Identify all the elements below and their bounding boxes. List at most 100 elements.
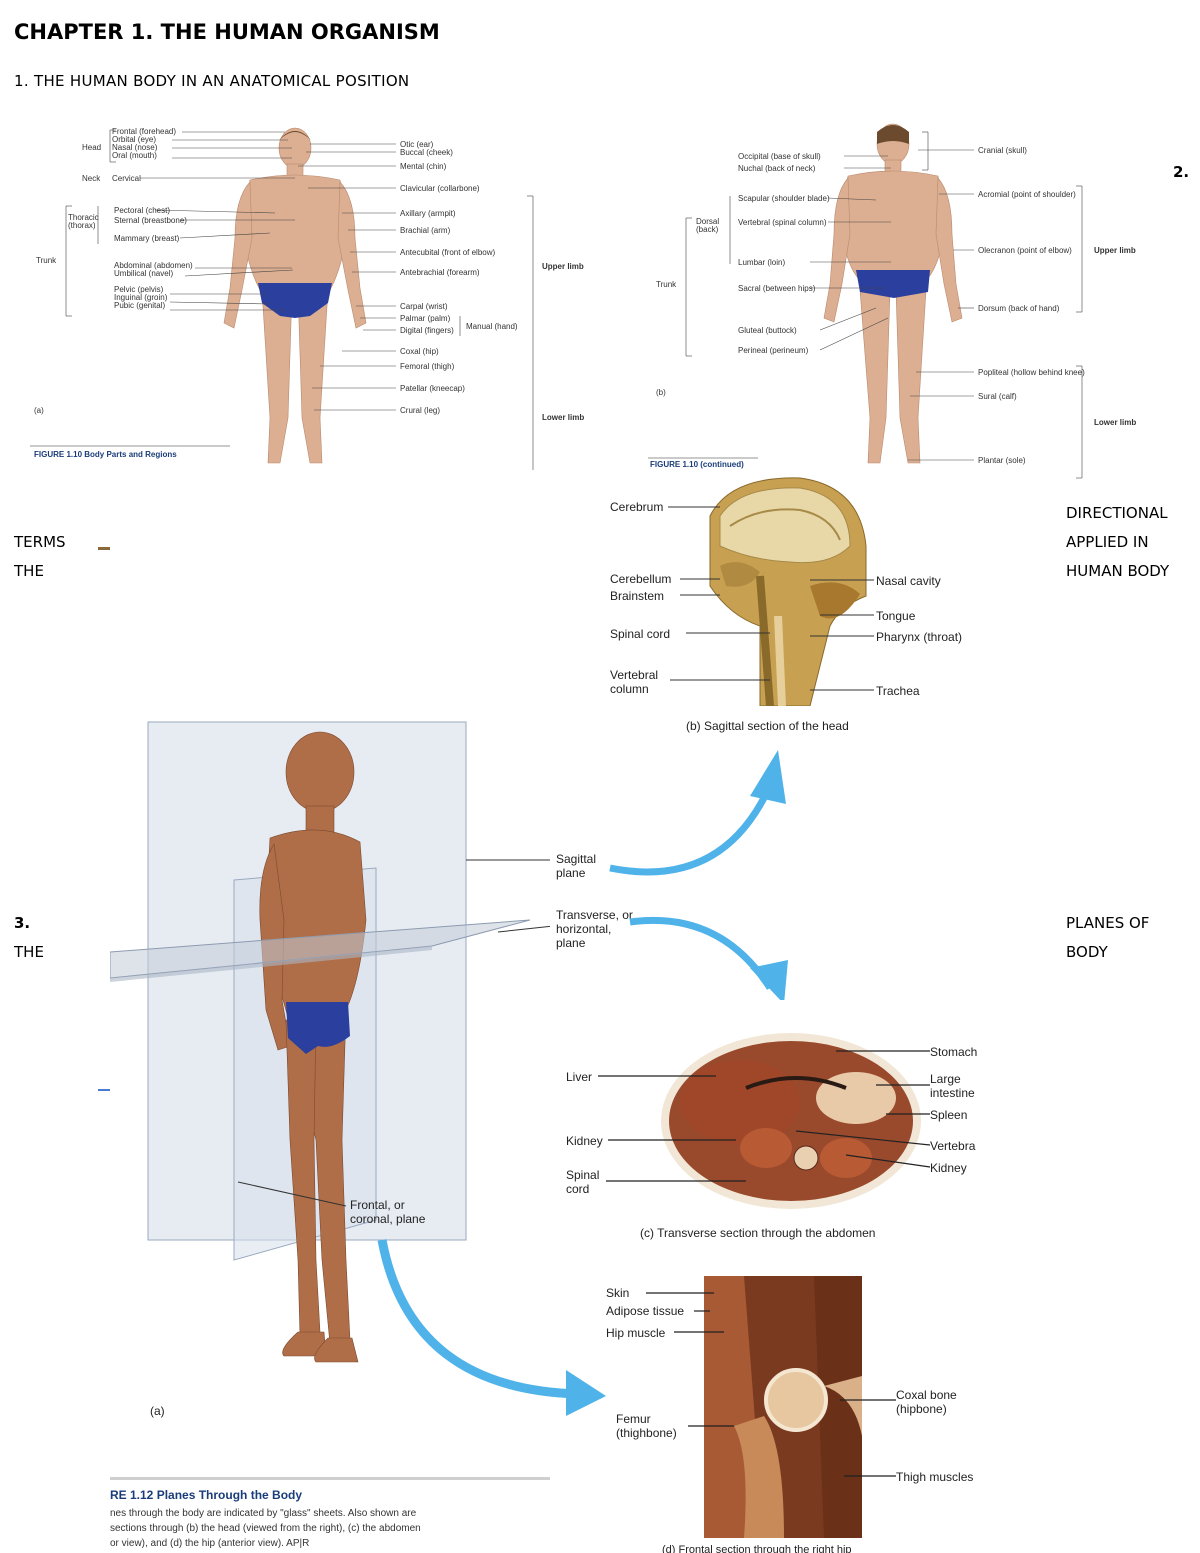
head-label: Cerebrum: [610, 500, 664, 514]
region-label: Cranial (skull): [978, 146, 1027, 155]
region-label: Antebrachial (forearm): [400, 268, 480, 277]
heading-line: TERMS: [14, 533, 66, 551]
abdomen-section-image: [656, 1028, 926, 1214]
region-label: Nasal (nose): [112, 143, 158, 152]
hip-label: Skin: [606, 1286, 630, 1300]
region-label: Pubic (genital): [114, 301, 166, 310]
region-label: Mental (chin): [400, 162, 447, 171]
head-label: Cerebellum: [610, 572, 672, 586]
group-label: Lower limb: [1094, 418, 1137, 427]
briefs: [856, 270, 930, 298]
region-label: Umbilical (navel): [114, 269, 174, 278]
heading-line: PLANES OF: [1066, 914, 1150, 932]
group-label: Upper limb: [542, 262, 584, 271]
abdomen-label: Stomach: [930, 1045, 978, 1059]
region-label: Lumbar (loin): [738, 258, 786, 267]
abdomen-label: Spinal cord: [566, 1168, 600, 1196]
figure-1-10-anterior: Frontal (forehead) Orbital (eye) Nasal (…: [30, 118, 584, 470]
region-label: Mammary (breast): [114, 234, 180, 243]
head-section-image: [690, 476, 870, 707]
hip-label: Hip muscle: [606, 1326, 666, 1340]
region-label: Plantar (sole): [978, 456, 1026, 465]
head-region-labels: Frontal (forehead) Orbital (eye) Nasal (…: [112, 128, 176, 160]
figure-1-10-posterior: Occipital (base of skull) Nuchal (back o…: [648, 118, 1138, 483]
head-label: Trachea: [876, 684, 920, 698]
region-label: Sacral (between hips): [738, 284, 816, 293]
arrow-to-frontal: [377, 1239, 606, 1416]
abdomen-caption: (c) Transverse section through the abdom…: [640, 1226, 876, 1240]
figure-part-label: (b): [656, 388, 666, 397]
region-label: Nuchal (back of neck): [738, 164, 816, 173]
chapter-title: CHAPTER 1. THE HUMAN ORGANISM: [14, 20, 440, 44]
region-label: Vertebral (spinal column): [738, 218, 827, 227]
group-label: Trunk: [656, 280, 677, 289]
anterior-body-illustration: [30, 127, 534, 470]
heading-line: DIRECTIONAL: [1066, 504, 1168, 522]
caption-rule: [110, 1477, 550, 1480]
caption-line: sections through (b) the head (viewed fr…: [110, 1523, 421, 1534]
caption-line: or view), and (d) the hip (anterior view…: [110, 1538, 310, 1549]
head-leader-lines: [668, 506, 874, 691]
the-fragment: THE: [14, 943, 44, 961]
section-3-marker: 3.: [14, 914, 31, 932]
head-label: Vertebral column: [610, 668, 659, 696]
posterior-body-illustration: [648, 123, 1083, 479]
head-label: Brainstem: [610, 589, 665, 603]
section-1-heading: 1. THE HUMAN BODY IN AN ANATOMICAL POSIT…: [14, 72, 410, 90]
region-label: Palmar (palm): [400, 314, 451, 323]
group-label: Dorsal (back): [696, 217, 720, 234]
figure-1-12-caption-title: RE 1.12 Planes Through the Body: [110, 1488, 303, 1502]
region-label: Occipital (base of skull): [738, 152, 821, 161]
hip-label: Thigh muscles: [896, 1470, 974, 1484]
region-label: Sternal (breastbone): [114, 216, 187, 225]
region-label: Acromial (point of shoulder): [978, 190, 1076, 199]
region-label: Orbital (eye): [112, 135, 157, 144]
image-edge-mark: [98, 1089, 110, 1091]
region-label: Femoral (thigh): [400, 362, 455, 371]
region-label: Digital (fingers): [400, 326, 454, 335]
planes-illustration: (a): [109, 720, 555, 1482]
hip-label: Adipose tissue: [606, 1304, 685, 1318]
planes-heading: PLANES OF BODY: [1066, 909, 1149, 967]
abdomen-label: Large intestine: [930, 1072, 975, 1100]
region-label: Dorsum (back of hand): [978, 304, 1060, 313]
head-label: Tongue: [876, 609, 916, 623]
briefs: [286, 1002, 350, 1054]
region-label: Clavicular (collarbone): [400, 184, 480, 193]
arrow-to-sagittal: [609, 750, 788, 1000]
region-label: Inguinal (groin): [114, 293, 168, 302]
heading-line: HUMAN BODY: [1066, 562, 1170, 580]
man-with-planes: [109, 721, 555, 1482]
region-label: Gluteal (buttock): [738, 326, 797, 335]
terms-fragment: TERMS THE: [14, 528, 66, 586]
hip-caption: (d) Frontal section through the right hi…: [662, 1544, 852, 1553]
abdomen-label: Kidney: [566, 1134, 603, 1148]
head-caption: (b) Sagittal section of the head: [686, 719, 849, 733]
section-2-marker: 2.: [1173, 163, 1190, 181]
region-label: Axillary (armpit): [400, 209, 456, 218]
region-label: Antecubital (front of elbow): [400, 248, 496, 257]
transverse-plane-label: Transverse, or horizontal, plane: [556, 908, 633, 950]
directional-terms-heading: DIRECTIONAL APPLIED IN HUMAN BODY: [1066, 499, 1169, 586]
figure-caption: FIGURE 1.10 (continued): [650, 460, 744, 469]
abdomen-leader-lines: [598, 1050, 931, 1182]
briefs: [258, 283, 332, 318]
region-label: Brachial (arm): [400, 226, 451, 235]
caption-line: nes through the body are indicated by "g…: [110, 1508, 417, 1519]
group-head: Head: [82, 143, 102, 152]
figure-caption: FIGURE 1.10 Body Parts and Regions: [34, 450, 177, 459]
region-label: Crural (leg): [400, 406, 441, 415]
region-label: Oral (mouth): [112, 151, 157, 160]
region-label: Patellar (kneecap): [400, 384, 465, 393]
group-trunk: Trunk: [36, 256, 57, 265]
region-label: Buccal (cheek): [400, 148, 453, 157]
head-label: Spinal cord: [610, 627, 671, 641]
hip-label: Femur (thighbone): [616, 1412, 677, 1440]
region-label: Otic (ear): [400, 140, 434, 149]
heading-line: BODY: [1066, 943, 1108, 961]
group-thoracic: Thoracic (thorax): [68, 213, 99, 230]
figure-part-label: (a): [150, 1404, 165, 1418]
group-neck: Neck: [82, 174, 101, 183]
region-label: Olecranon (point of elbow): [978, 246, 1072, 255]
thoracic-labels: Pectoral (chest) Sternal (breastbone) Ma…: [114, 206, 187, 244]
